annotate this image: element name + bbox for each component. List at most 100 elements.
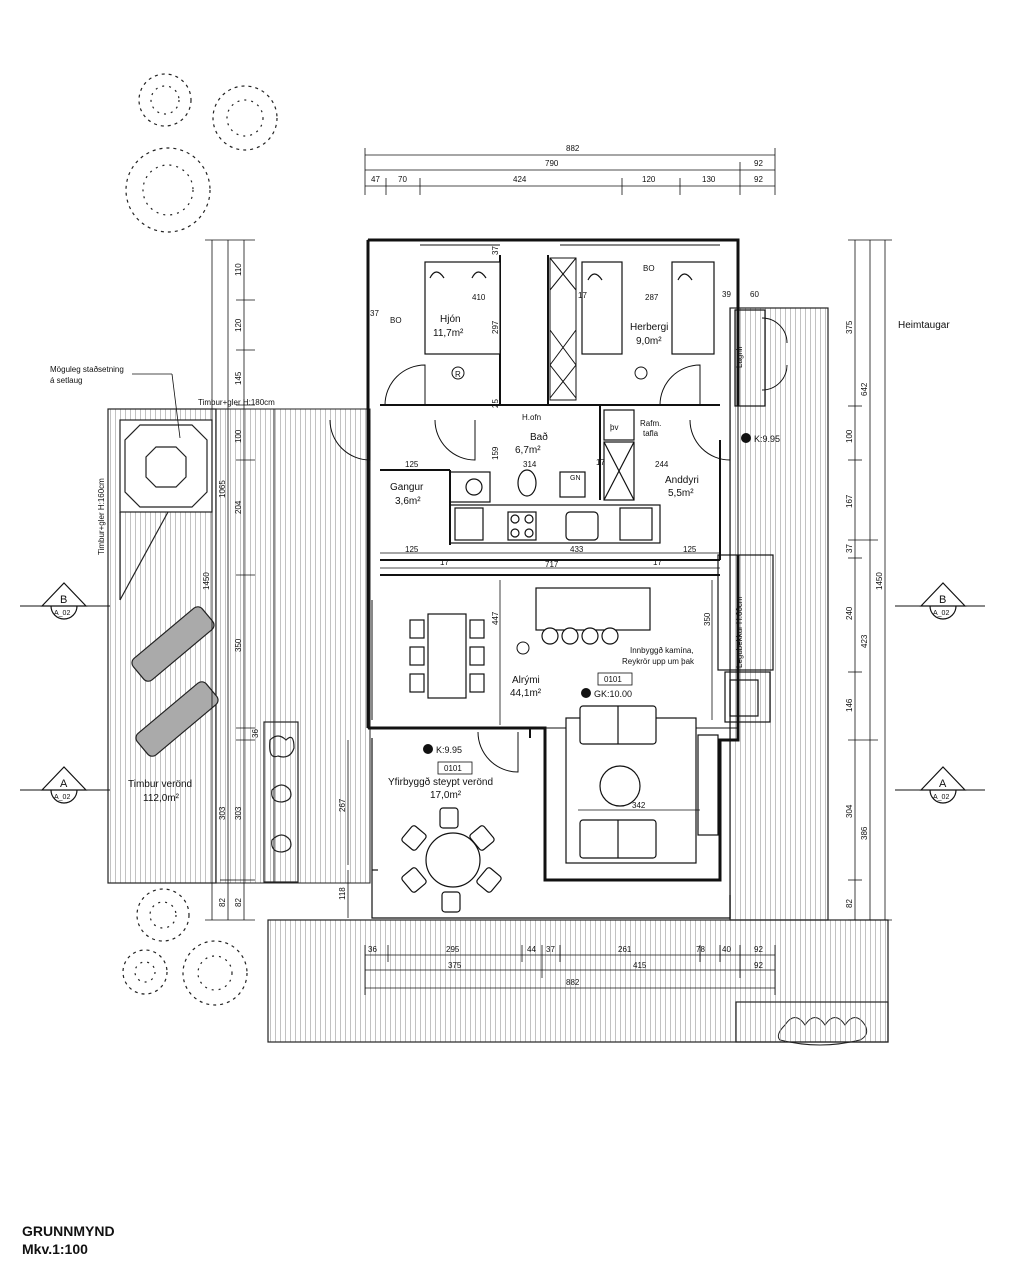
- dim-label: 297: [491, 320, 500, 334]
- label-mogul-2: á setlaug: [50, 376, 82, 385]
- dim-label: 82: [218, 898, 227, 907]
- dim-label: 37: [546, 945, 555, 954]
- section-marker-a-left: [20, 766, 110, 804]
- dim-label: 39: [722, 290, 731, 299]
- dim-label: 60: [750, 290, 759, 299]
- label-bv: þv: [610, 423, 618, 432]
- label-heimtaugar: Heimtaugar: [898, 320, 950, 331]
- utility-closet: [734, 309, 766, 407]
- dim-label: 1450: [875, 572, 884, 590]
- label-level-gk: GK:10.00: [594, 689, 632, 699]
- dim-label: 287: [645, 293, 659, 302]
- dim-label: 295: [446, 945, 460, 954]
- interior-walls: [380, 255, 721, 738]
- section-marker-a-right: [895, 766, 985, 804]
- room-area-herbergi: 9,0m²: [636, 336, 662, 347]
- timber-deck-right: [729, 307, 829, 921]
- dim-label: 146: [845, 698, 854, 712]
- dim-label: 159: [491, 446, 500, 460]
- dim-label: 240: [845, 606, 854, 620]
- dim-label: 375: [448, 961, 462, 970]
- single-bed: [581, 261, 715, 355]
- section-b-right-ref: A_02: [933, 610, 949, 617]
- covered-terrace: [371, 738, 731, 919]
- dim-label: 44: [527, 945, 536, 954]
- section-a-right-ref: A_02: [933, 794, 949, 801]
- room-name-gangur: Gangur: [390, 482, 424, 493]
- dim-label: 37: [370, 309, 379, 318]
- dim-label: 244: [655, 460, 669, 469]
- dim-label: 447: [491, 611, 500, 625]
- dim-label: 386: [860, 826, 869, 840]
- wardrobe: [549, 257, 577, 401]
- drawing-title: GRUNNMYND: [22, 1223, 115, 1239]
- door-swing: [329, 317, 788, 773]
- dim-label: 17: [653, 558, 662, 567]
- dim-label: 92: [754, 175, 763, 184]
- room-area-bad: 6,7m²: [515, 445, 541, 456]
- smoke-detector-icon: [451, 366, 648, 655]
- dim-label: 17: [440, 558, 449, 567]
- dim-label: 424: [513, 175, 527, 184]
- living-furniture: [565, 705, 719, 864]
- dining-table: [409, 613, 485, 699]
- dim-label: 261: [618, 945, 632, 954]
- dim-label: 204: [234, 500, 243, 514]
- tree-cluster-top: [125, 73, 278, 233]
- level-marker-icon: [423, 433, 751, 754]
- room-tag-2: 0101: [444, 764, 462, 773]
- dim-label: 17: [596, 458, 605, 467]
- planter-box: [263, 721, 299, 883]
- dim-label: 82: [234, 898, 243, 907]
- section-b-left-ref: A_02: [54, 610, 70, 617]
- dim-label: 145: [234, 371, 243, 385]
- room-area-hjon: 11,7m²: [433, 328, 464, 339]
- dim-label: 350: [703, 612, 712, 626]
- section-a-left-ref: A_02: [54, 794, 70, 801]
- label-level-k1: K:9.95: [754, 434, 780, 444]
- room-name-anddyri: Anddyri: [665, 475, 699, 486]
- label-kamina-1: Innbyggð kamína,: [630, 646, 694, 655]
- dim-label: 37: [845, 544, 854, 553]
- dim-label: 36: [368, 945, 377, 954]
- dim-label: 1450: [202, 572, 211, 590]
- section-marker-b-right: [895, 582, 985, 620]
- dim-label: 78: [696, 945, 705, 954]
- dim-label: 342: [632, 801, 646, 810]
- smoke-detector-label: R: [455, 370, 461, 379]
- dim-label: 110: [234, 263, 243, 276]
- label-tafla: tafla: [643, 429, 659, 438]
- dim-label: 40: [722, 945, 731, 954]
- dim-label: 304: [845, 804, 854, 818]
- room-name-bad: Bað: [530, 431, 548, 443]
- room-name-hjon: Hjón: [440, 314, 461, 325]
- label-hofn: H.ofn: [522, 413, 541, 422]
- label-lagnir: Lagnir: [735, 345, 744, 368]
- dim-label: 642: [860, 382, 869, 396]
- room-area-anddyri: 5,5m²: [668, 488, 694, 499]
- kitchen-island: [535, 587, 651, 645]
- dim-label: 882: [566, 978, 580, 987]
- dim-label: 100: [845, 429, 854, 443]
- room-area-alrymi: 44,1m²: [510, 688, 542, 699]
- label-level-k2: K:9.95: [436, 745, 462, 755]
- dim-label: 37: [491, 246, 500, 255]
- outdoor-dining-table: [401, 807, 502, 913]
- dim-label: 70: [398, 175, 407, 184]
- section-b-left-letter: B: [60, 594, 67, 606]
- room-name-timbur: Timbur verönd: [128, 779, 192, 790]
- sun-lounger: [131, 606, 219, 757]
- room-area-timbur: 112,0m²: [143, 793, 180, 804]
- dim-label: 92: [754, 159, 763, 168]
- dim-label: 303: [234, 806, 243, 820]
- label-bo-2: BO: [643, 264, 655, 273]
- dim-label: 36: [251, 729, 260, 738]
- dim-label: 125: [405, 545, 419, 554]
- dim-label: 1065: [218, 480, 227, 498]
- dim-label: 92: [754, 961, 763, 970]
- dim-label: 350: [234, 638, 243, 652]
- label-bo-1: BO: [390, 316, 402, 325]
- dim-label: 303: [218, 806, 227, 820]
- dim-label: 410: [472, 293, 486, 302]
